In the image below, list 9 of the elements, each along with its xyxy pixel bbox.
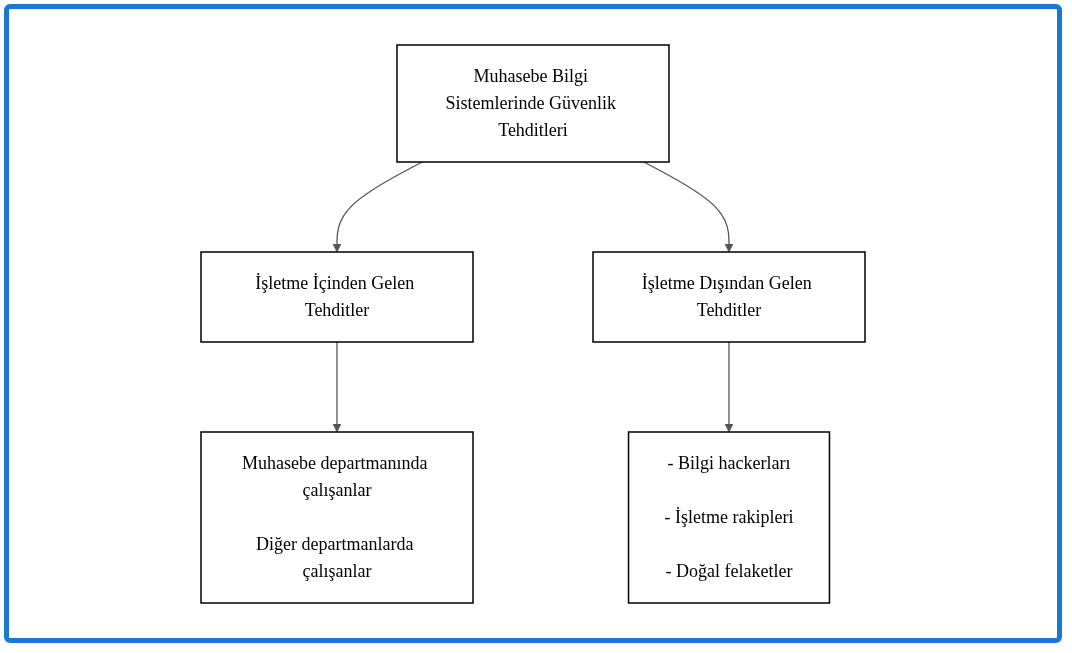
node-box: İşletme İçinden Gelen Tehditler bbox=[200, 250, 474, 343]
node-box: Muhasebe departmanında çalışanlar Diğer departmanlarda çalışanlar bbox=[200, 430, 474, 604]
arrow bbox=[724, 340, 734, 432]
node-box: İşletme Dışından Gelen Tehditler bbox=[592, 250, 866, 343]
arrow bbox=[332, 340, 342, 432]
node-box: - Bilgi hackerları - İşletme rakipleri - Doğal felaketler bbox=[627, 430, 831, 604]
arrow bbox=[643, 160, 734, 252]
node-box: Muhasebe Bilgi Sistemlerinde Güvenlik Tehditleri bbox=[396, 43, 670, 163]
arrow bbox=[332, 160, 423, 252]
